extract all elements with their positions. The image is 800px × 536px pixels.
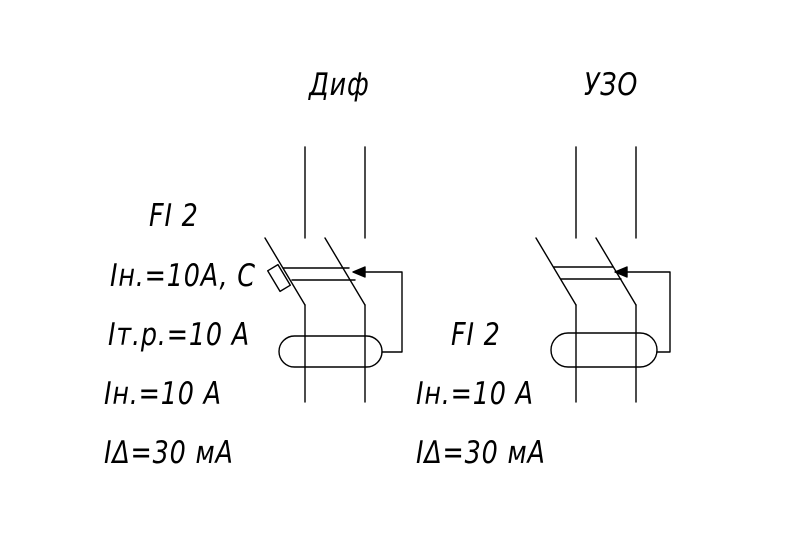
rcd-symbol <box>535 146 671 403</box>
rcbo-neutral-switch-blade <box>324 237 366 306</box>
rcd-title: УЗО <box>584 67 639 103</box>
rcd-leakage-current: IΔ=30 мA <box>416 435 546 471</box>
rcbo-trip-feedback-line <box>361 271 403 353</box>
rcbo-trip-element-icon <box>266 263 292 293</box>
rcbo-symbol <box>264 146 403 403</box>
rcbo-phase-switch-blade <box>264 237 306 306</box>
rcbo-title: Диф <box>309 67 370 103</box>
rcd-trip-feedback-line <box>624 271 671 353</box>
rcbo-leakage-current: IΔ=30 мA <box>104 435 234 471</box>
rcd-designation: FI 2 <box>451 317 501 353</box>
rcbo-trip-current: Iт.р.=10 A <box>108 317 250 353</box>
rcbo-trip-arrow-icon <box>352 266 366 278</box>
rcd-phase-switch-blade <box>535 237 577 306</box>
rcbo-nominal-current: Iн.=10 A <box>104 376 222 412</box>
rcbo-designation: FI 2 <box>149 198 199 234</box>
rcbo-rated-current-curve: Iн.=10A, C <box>110 258 256 294</box>
rcd-nominal-current: Iн.=10 A <box>416 376 534 412</box>
rcd-current-transformer-icon <box>550 332 658 368</box>
rcbo-current-transformer-icon <box>278 335 383 368</box>
rcd-trip-arrow-icon <box>614 266 628 278</box>
